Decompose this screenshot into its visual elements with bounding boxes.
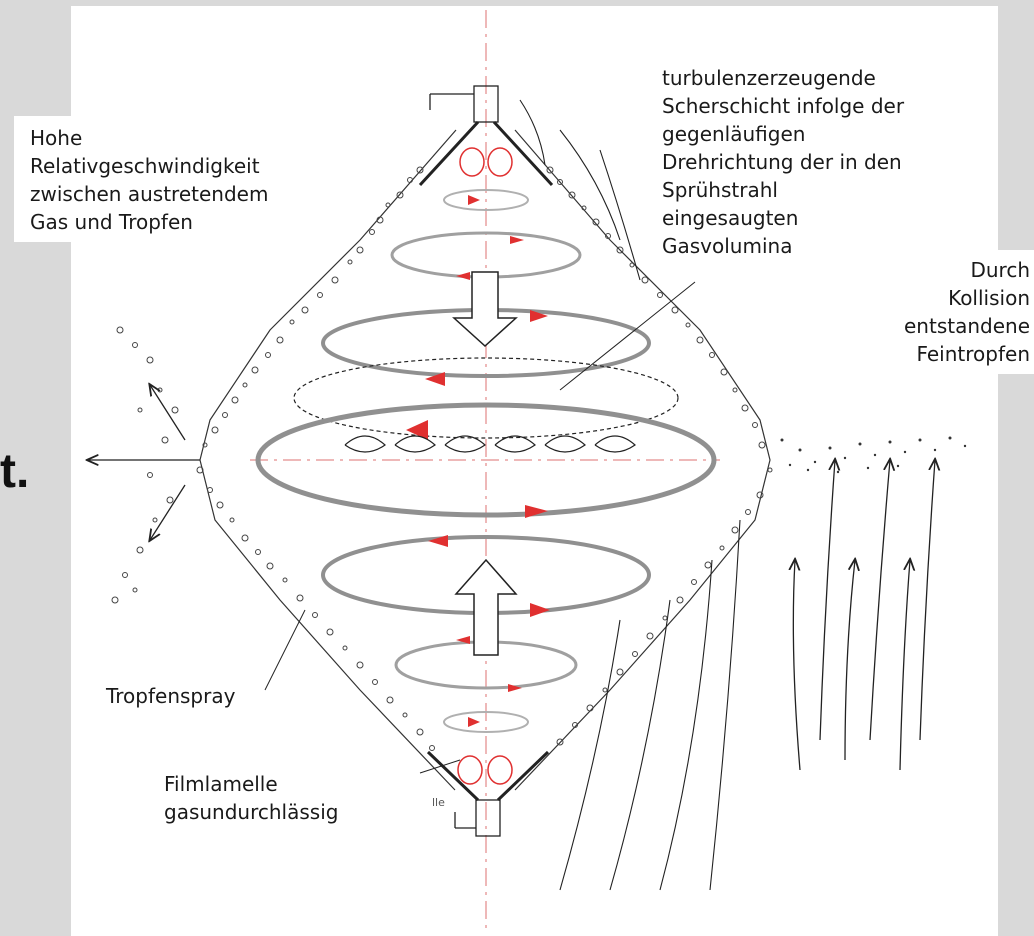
label-relative-velocity: Hohe Relativgeschwindigkeit zwischen aus…	[14, 116, 328, 242]
fine-droplets	[781, 437, 967, 474]
droplet-cloud-left	[112, 167, 435, 751]
label-line: gasundurchlässig	[164, 798, 338, 826]
flow-arrows	[88, 385, 935, 770]
label-fragment: lle	[432, 796, 445, 810]
label-line: Gas und Tropfen	[30, 208, 328, 236]
bottom-vortex	[458, 756, 512, 784]
label-line: Hohe	[30, 124, 328, 152]
label-line: Feintropfen	[864, 340, 1030, 368]
label-line: Relativgeschwindigkeit	[30, 152, 328, 180]
label-line: entstandene	[864, 312, 1030, 340]
label-line: Sprühstrahl	[662, 176, 962, 204]
label-film-lamella: Filmlamelle gasundurchlässig	[164, 770, 338, 826]
label-droplet-spray: Tropfenspray	[106, 682, 235, 710]
label-shear-layer: turbulenzerzeugende Scherschicht infolge…	[652, 62, 962, 264]
label-line: gegenläufigen	[662, 120, 962, 148]
label-line: eingesaugten	[662, 204, 962, 232]
label-fine-droplets: Durch Kollision entstandene Feintropfen	[864, 250, 1034, 374]
leader-lines	[265, 282, 695, 773]
label-line: Kollision	[864, 284, 1030, 312]
label-line: Drehrichtung der in den	[662, 148, 962, 176]
label-line: zwischen austretendem	[30, 180, 328, 208]
label-line: Scherschicht infolge der	[662, 92, 962, 120]
label-line: turbulenzerzeugende	[662, 64, 962, 92]
label-line: Filmlamelle	[164, 770, 338, 798]
label-line: Durch	[864, 256, 1030, 284]
